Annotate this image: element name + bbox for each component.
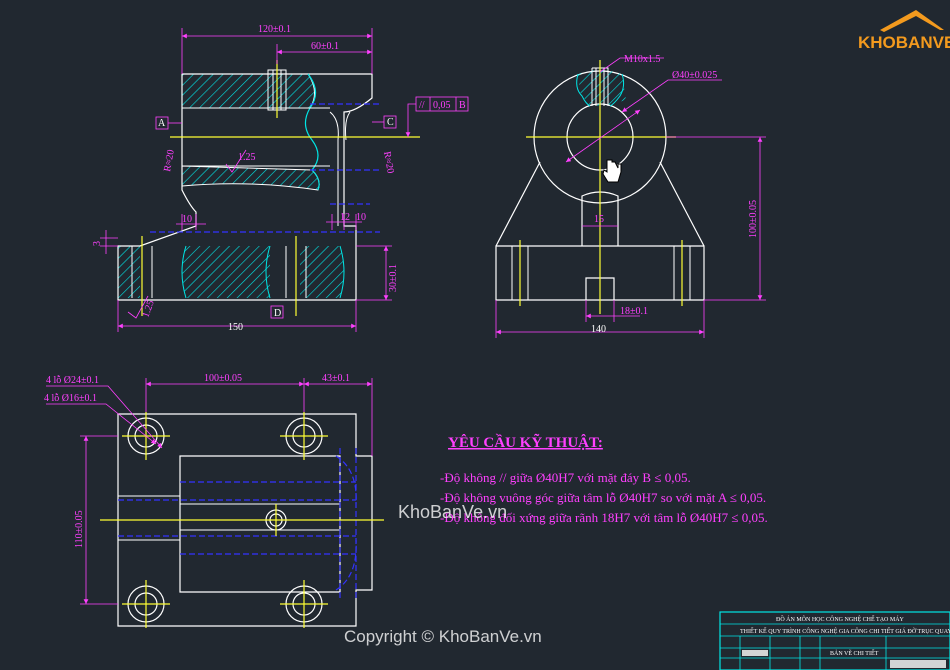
top-bore-lines — [118, 495, 340, 541]
front-dim-total-width: 120±0.1 — [258, 24, 291, 35]
front-hatch-mid — [181, 165, 320, 191]
side-dim-width: 140 — [591, 324, 606, 335]
watermark-bottom: Copyright © KhoBanVe.vn — [344, 627, 542, 646]
requirement-1: -Độ không // giữa Ø40H7 với mặt đáy B ≤ … — [440, 470, 691, 485]
technical-requirements: YÊU CẦU KỸ THUẬT: -Độ không // giữa Ø40H… — [440, 433, 768, 525]
front-dim-r-right: R≈20 — [381, 151, 396, 175]
top-center-lines — [100, 412, 384, 628]
datum-c-label: C — [387, 117, 394, 128]
watermark-center: KhoBanVe.vn — [398, 502, 507, 522]
front-dim-step-10: 10 — [356, 212, 366, 223]
side-view: M10x1.5 Ø40±0.025 100±0.05 15 18±0.1 140 — [495, 54, 766, 338]
side-thread — [591, 67, 609, 106]
logo-house-icon — [880, 10, 944, 32]
top-dim-hole-inner: 4 lỗ Ø16±0.1 — [44, 393, 97, 404]
tolerance-ref: B — [459, 100, 466, 111]
front-break-line — [304, 73, 320, 191]
title-block-line1: ĐỒ ÁN MÔN HỌC CÔNG NGHỆ CHẾ TẠO MÁY — [776, 615, 905, 623]
front-dim-base-height: 30±0.1 — [388, 264, 399, 292]
requirement-3: -Độ không đối xứng giữa rãnh 18H7 với tâ… — [440, 510, 768, 525]
datum-d-label: D — [274, 308, 281, 319]
front-dim-base-thickness: 3 — [92, 241, 103, 246]
logo-text: KHOBANVE — [858, 33, 950, 52]
front-hatch-base-left — [118, 246, 140, 298]
top-dim-height: 110±0.05 — [74, 510, 85, 548]
front-thread-hole — [267, 69, 287, 111]
side-dim-bore: Ø40±0.025 — [672, 70, 717, 81]
front-roughness-bottom: 1.25 — [140, 299, 156, 319]
requirement-2: -Độ không vuông góc giữa tâm lỗ Ø40H7 so… — [440, 490, 766, 505]
tolerance-symbol: // — [419, 100, 425, 111]
top-hidden-arc — [335, 455, 357, 591]
side-base-holes — [511, 246, 691, 300]
front-roughness-top: 1.25 — [238, 152, 256, 163]
top-view: 4 lỗ Ø24±0.1 4 lỗ Ø16±0.1 100±0.05 43±0.… — [44, 373, 384, 628]
top-hidden-lines — [118, 448, 357, 600]
side-break-line — [576, 73, 625, 107]
front-hatch-base-right — [300, 246, 344, 298]
top-dim-hole-spacing: 100±0.05 — [204, 373, 242, 384]
side-dim-thread: M10x1.5 — [624, 54, 660, 65]
top-dim-edge-offset: 43±0.1 — [322, 373, 350, 384]
front-break-line-base — [181, 245, 345, 299]
title-block-line3: BẢN VẼ CHI TIẾT — [830, 649, 879, 657]
front-hatch-base-mid — [182, 246, 270, 298]
requirements-title: YÊU CẦU KỸ THUẬT: — [448, 433, 603, 451]
front-dim-r-left: R≈20 — [162, 149, 177, 173]
front-view: 120±0.1 60±0.1 R≈20 R≈20 1.25 1.25 10 12… — [92, 24, 469, 333]
side-dim-slot: 18±0.1 — [620, 306, 648, 317]
side-dim-height: 100±0.05 — [748, 200, 759, 238]
logo: KHOBANVE — [858, 10, 950, 52]
hand-cursor-icon — [602, 159, 622, 183]
datum-a-label: A — [158, 118, 166, 129]
datum-d-box — [270, 305, 284, 319]
front-dim-base-length: 150 — [228, 322, 243, 333]
title-block-line2: THIẾT KẾ QUY TRÌNH CÔNG NGHỆ GIA CÔNG CH… — [740, 627, 950, 635]
side-dim-rib: 15 — [594, 214, 604, 225]
front-dim-step-12: 12 — [340, 212, 350, 223]
front-base-holes — [131, 246, 307, 298]
title-block: ĐỒ ÁN MÔN HỌC CÔNG NGHỆ CHẾ TẠO MÁY THIẾ… — [719, 611, 950, 670]
front-hatch-top — [181, 73, 315, 109]
front-dim-half-width: 60±0.1 — [311, 41, 339, 52]
tolerance-value: 0,05 — [433, 100, 451, 111]
front-right-rib — [329, 111, 351, 226]
top-dim-hole-outer: 4 lỗ Ø24±0.1 — [46, 375, 99, 386]
front-dim-step-left: 10 — [182, 214, 192, 225]
side-hatch-top — [578, 70, 626, 106]
front-center-lines — [141, 60, 420, 316]
